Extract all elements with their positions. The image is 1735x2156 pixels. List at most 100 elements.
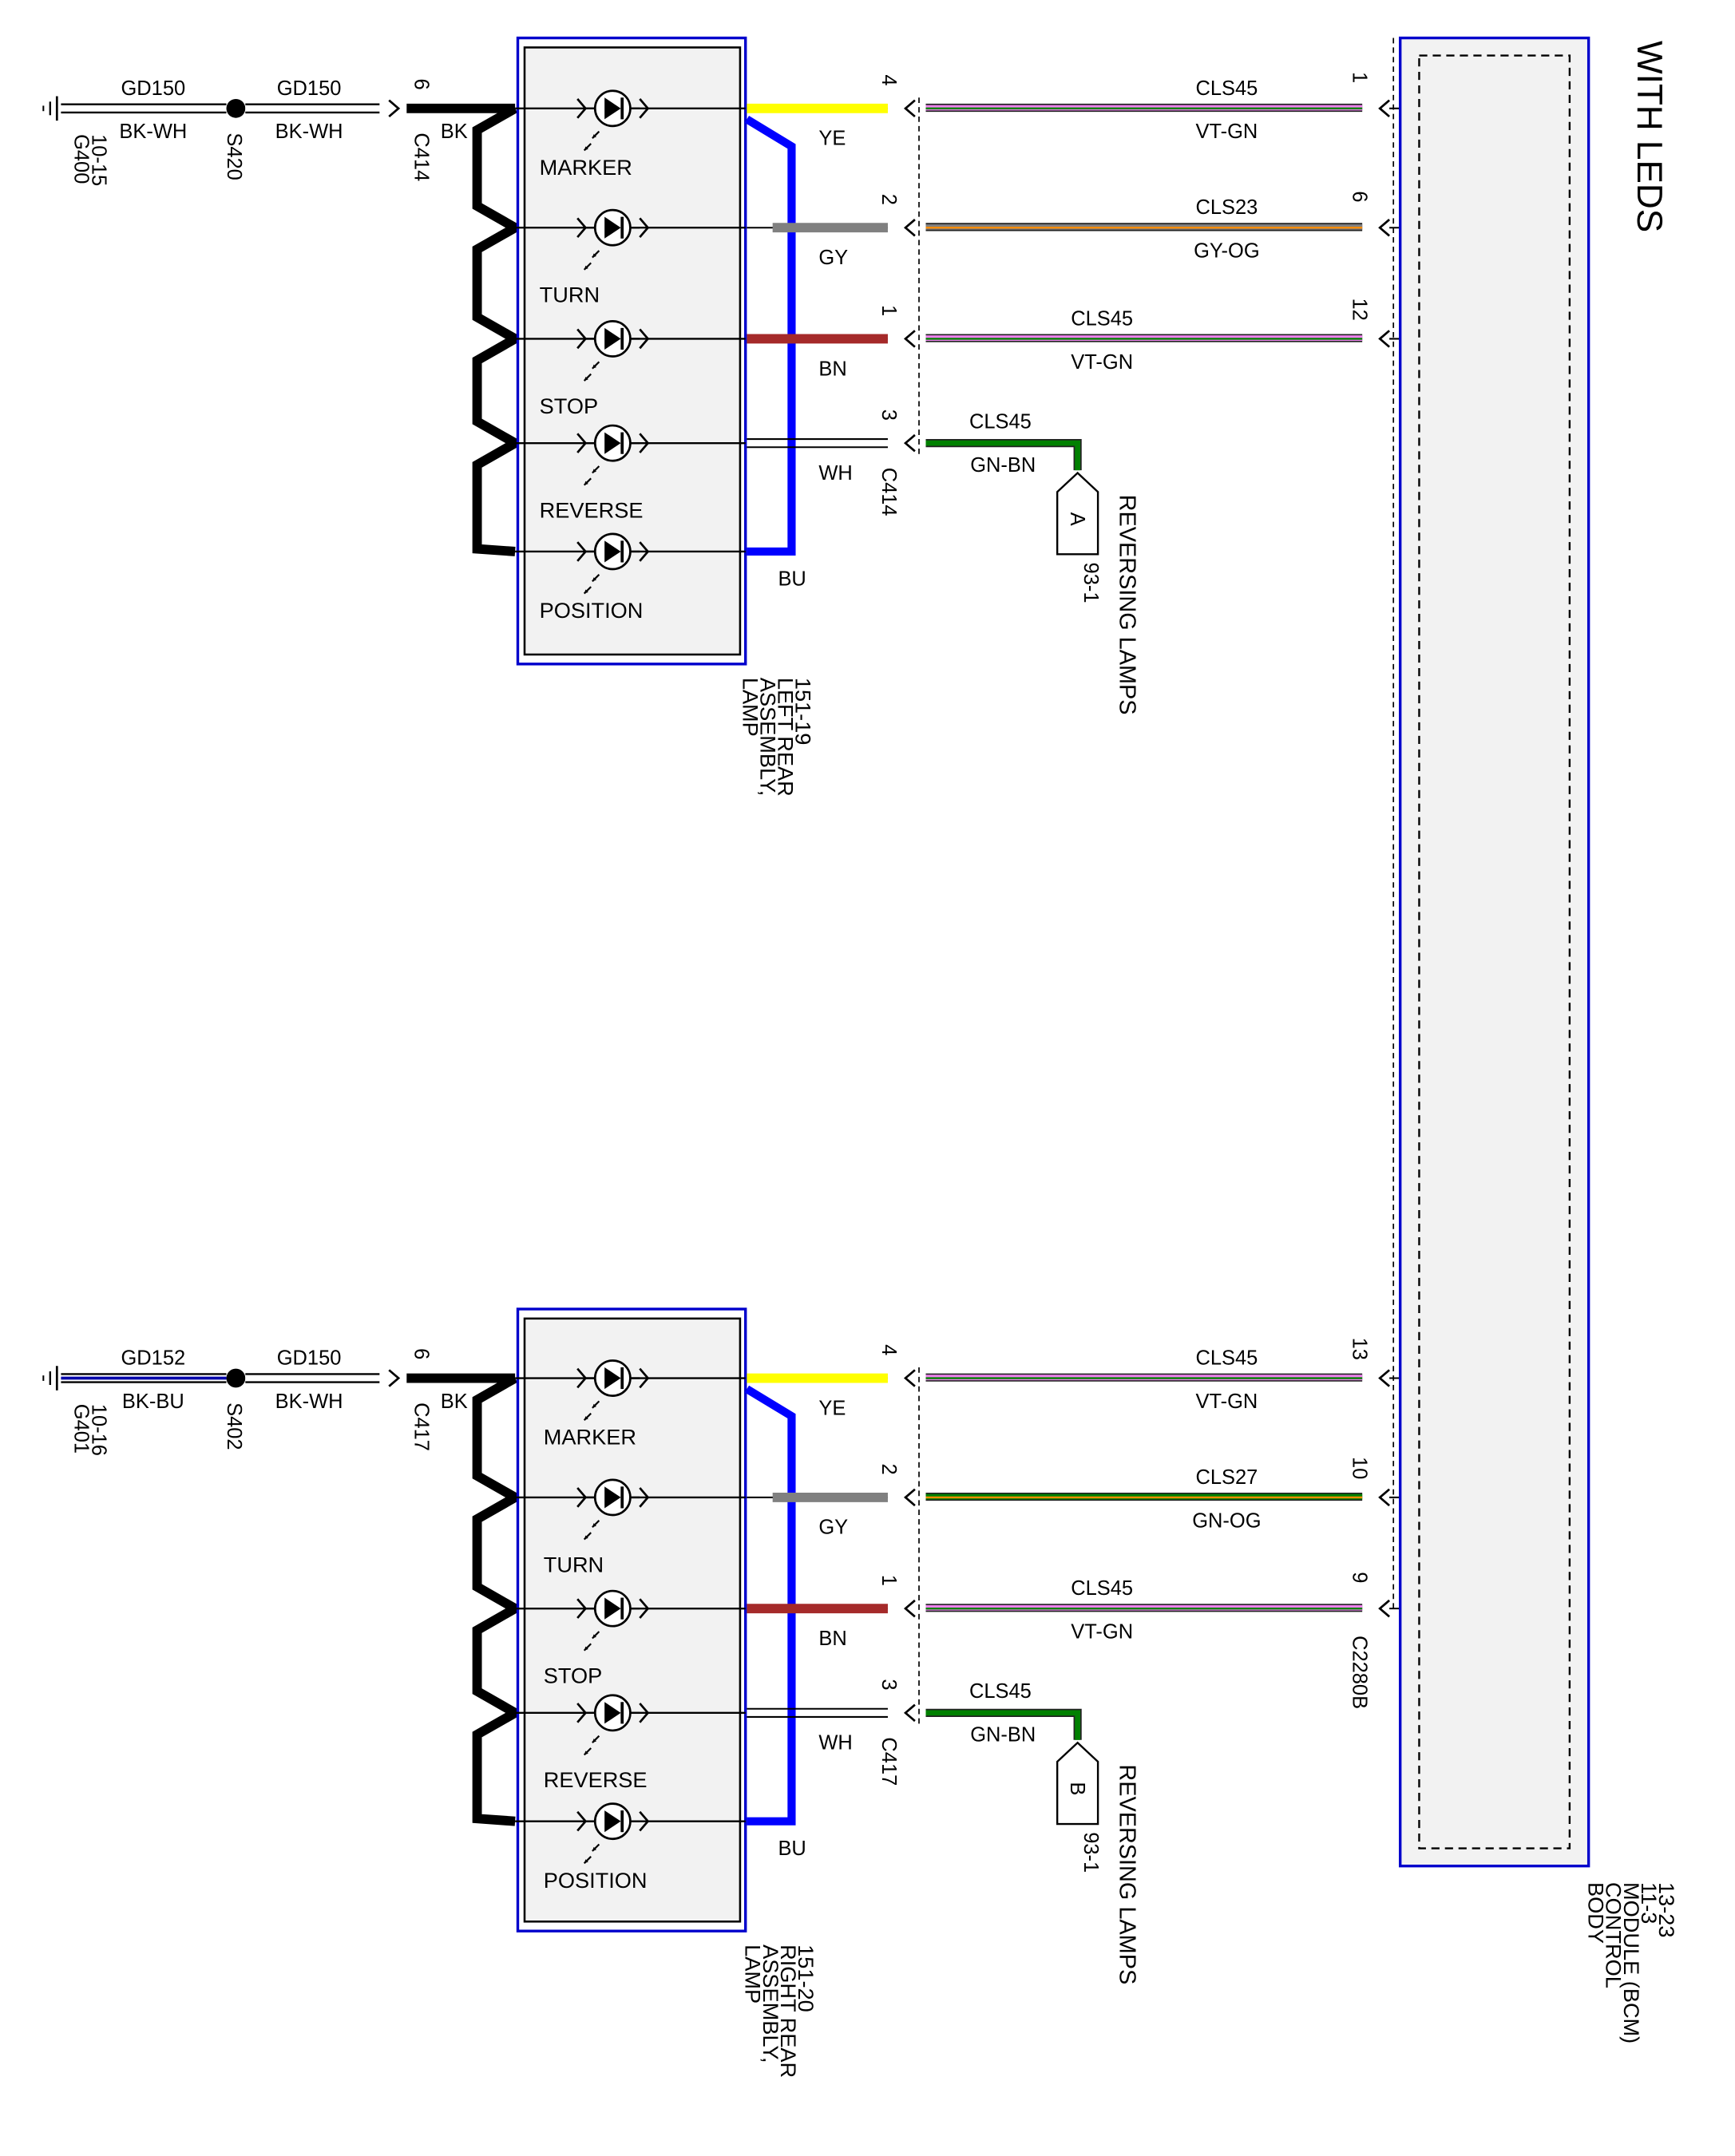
reversing-circuit-label: CLS45 — [969, 1680, 1032, 1703]
led-ray-head — [592, 577, 596, 582]
connector-chevron — [903, 219, 916, 237]
bcm-name-line: MODULE (BCM) — [1619, 1882, 1644, 2043]
led-triangle — [604, 1367, 621, 1390]
off-page-tag-letter-line: B — [1066, 1782, 1088, 1795]
right-lamp-section: G40110-16GD152BK-BUS402GD150BK-WH6C417BK… — [42, 1307, 1521, 2078]
led-triangle — [604, 432, 621, 454]
lamp-assembly-name-line: LEFT REAR — [773, 678, 798, 797]
led-ray-head — [592, 253, 596, 258]
reversing-color-label: GN-BN — [970, 454, 1036, 477]
led-chevron — [639, 98, 650, 119]
ground-pin-number: 6 — [410, 1348, 432, 1359]
lamp-assembly-name-line: LAMP — [741, 1944, 766, 2004]
led-chevron — [576, 1367, 588, 1389]
ground-icon — [42, 1366, 58, 1391]
off-page-tag-ref: 93-1 — [1079, 1832, 1102, 1873]
led-chevron — [639, 433, 650, 453]
led-icon — [576, 1694, 650, 1756]
led-ray-head — [592, 1846, 596, 1852]
connector-pin-number-line: 2 — [877, 194, 900, 205]
ground-pin-number-line: 6 — [410, 1348, 432, 1359]
connector-chevron — [903, 1703, 916, 1723]
led-ray-head — [592, 469, 596, 473]
reversing-color-label: GN-BN — [970, 1724, 1036, 1747]
ground-icon — [42, 96, 58, 121]
led-ray-head — [584, 376, 588, 382]
bcm-name-line: 13-23 — [1654, 1882, 1679, 1937]
splice-label: S402 — [223, 1402, 245, 1450]
left-lamp-section: G40010-15GD150BK-WHS420GD150BK-WH6C414BK… — [42, 36, 1521, 797]
harness-circuit-label: CLS45 — [1071, 307, 1133, 330]
lamp-assembly-name-line: ASSEMBLY, — [759, 1944, 783, 2063]
bcm-pin-number: 6 — [1348, 191, 1370, 202]
connector-pin-number: 3 — [877, 1679, 900, 1690]
lamp-assembly-name-line: ASSEMBLY, — [755, 678, 780, 796]
off-page-tag-letter-line: A — [1066, 512, 1088, 526]
bcm-pin-number-line: 10 — [1348, 1457, 1370, 1479]
led-icon — [576, 208, 650, 271]
led-ray-head — [584, 265, 588, 270]
harness-wire — [925, 334, 1363, 342]
reversing-wire — [925, 440, 1081, 471]
common-ground-wire — [472, 104, 525, 556]
ground-wire-1-circuit: GD152 — [121, 1347, 186, 1370]
connector-chevron — [1378, 219, 1390, 237]
lamp-wire-color-label: GY — [818, 1517, 848, 1539]
diagram-heading-line: WITH LEDS — [1630, 41, 1669, 232]
connector-chevron — [903, 330, 916, 348]
ground-wire-1 — [61, 103, 227, 114]
connector-pin-number-line: 4 — [877, 74, 900, 85]
led-chevron — [576, 433, 588, 453]
ground-pin-color: BK — [441, 1391, 468, 1413]
led-chevron — [576, 1598, 588, 1619]
ground-wire-1 — [61, 1373, 227, 1383]
lamp-wire-color-label: WH — [818, 462, 852, 485]
lamp-wire-color-label: BN — [818, 358, 846, 380]
led-triangle — [604, 540, 621, 563]
connector-pin-number: 3 — [877, 409, 900, 421]
splice-label: S420 — [223, 133, 245, 180]
led-ray-head — [584, 481, 588, 485]
connector-pin-number-line: 1 — [877, 1575, 900, 1586]
connector-chevron — [388, 99, 401, 118]
led-triangle — [604, 327, 621, 350]
bcm-connector-label-line: C2280B — [1348, 1636, 1370, 1709]
connector-chevron — [1378, 1369, 1390, 1387]
led-triangle — [604, 1810, 621, 1833]
bcm-pin-number-line: 12 — [1348, 298, 1370, 320]
ground-label-line: G401 — [69, 1404, 92, 1454]
connector-label-line: C417 — [877, 1737, 900, 1786]
connector-chevron — [1378, 1599, 1390, 1618]
ground-wire-2-color: BK-WH — [275, 121, 343, 143]
led-triangle — [604, 216, 621, 239]
harness-color-label: GY-OG — [1194, 240, 1260, 263]
reversing-lamps-label: REVERSING LAMPS — [1114, 1764, 1139, 1984]
reversing-circuit-label: CLS45 — [969, 410, 1032, 433]
ground-wire-1-color: BK-BU — [122, 1391, 184, 1413]
led-chevron — [639, 541, 650, 562]
reversing-lamps-label-line: REVERSING LAMPS — [1114, 495, 1139, 715]
lamp-assembly-name-line: LAMP — [738, 678, 763, 737]
led-chevron — [576, 217, 588, 238]
lamp-assembly-body — [523, 46, 742, 656]
led-ray-head — [584, 1416, 588, 1421]
connector-label: C417 — [877, 1737, 900, 1786]
common-bu-label: BU — [778, 1838, 806, 1860]
bcm-pin-number: 10 — [1348, 1457, 1370, 1479]
led-icon — [576, 1589, 650, 1652]
ground-wire-2-color: BK-WH — [275, 1391, 343, 1413]
off-page-tag-ref: 93-1 — [1079, 563, 1102, 603]
harness-circuit-label: CLS23 — [1195, 196, 1258, 219]
led-chevron — [576, 1487, 588, 1508]
connector-pin-number-line: 4 — [877, 1344, 900, 1355]
diagram-heading: WITH LEDS — [1630, 41, 1669, 232]
splice-dot — [226, 1368, 246, 1388]
connector-chevron — [388, 1369, 401, 1387]
connector-chevron — [1378, 1488, 1390, 1507]
led-ray-head — [584, 1535, 588, 1540]
ground-connector-label: C414 — [410, 133, 432, 181]
ground-connector-label-line: C417 — [410, 1402, 432, 1451]
led-chevron — [639, 1367, 650, 1389]
